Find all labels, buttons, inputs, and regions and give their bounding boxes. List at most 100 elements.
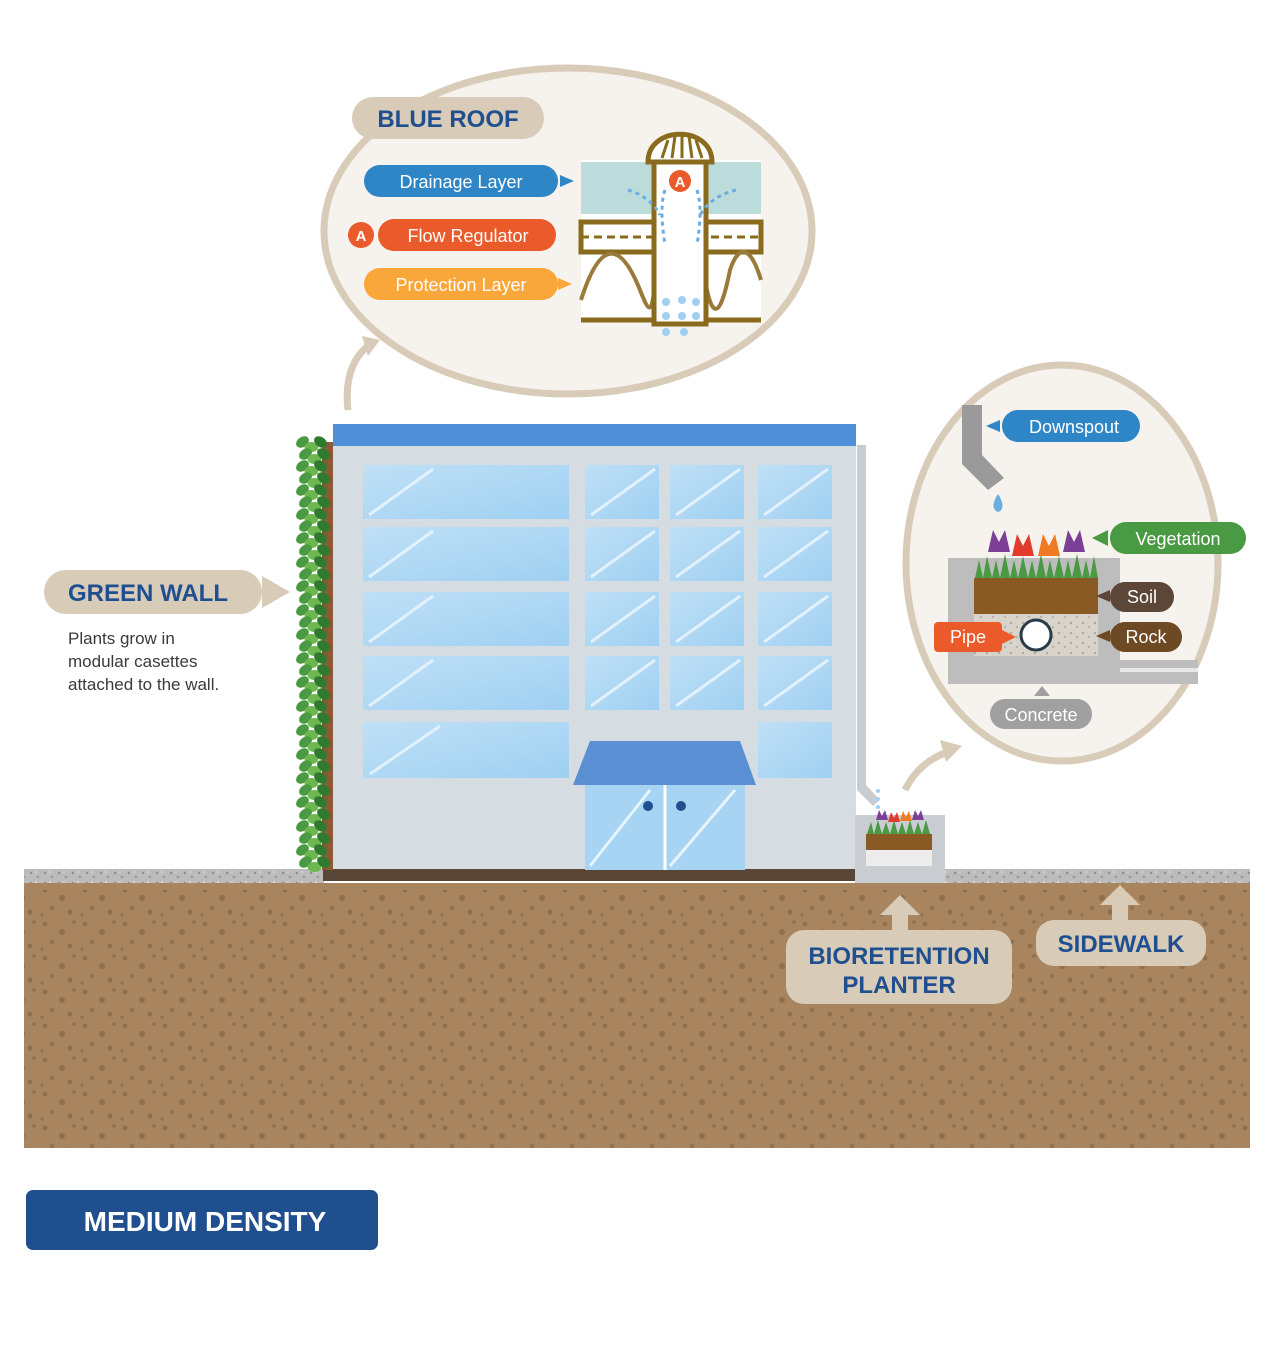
building-downspout xyxy=(857,445,880,806)
green-wall-leaf xyxy=(314,460,327,472)
green-wall-leaf xyxy=(317,472,330,484)
bioretention-pointer-arrow xyxy=(901,748,950,792)
blue-roof-callout: BLUE ROOF A xyxy=(320,64,816,411)
green-wall-leaf xyxy=(314,436,327,448)
blue-roof-pointer-head xyxy=(362,336,380,356)
green-wall-leaf xyxy=(314,724,327,736)
green-wall-leaf xyxy=(317,568,330,580)
street-planter-soil xyxy=(866,834,932,850)
green-wall-leaf xyxy=(314,748,327,760)
window-shine xyxy=(368,658,434,708)
bioretention-grass xyxy=(975,554,1098,578)
downspout-pill xyxy=(1002,410,1140,442)
pipe-pill xyxy=(934,622,1002,652)
green-wall-plants xyxy=(296,436,330,872)
soil-label: Soil xyxy=(1127,587,1157,607)
window-shine xyxy=(369,724,441,776)
green-wall-leaf xyxy=(317,592,330,604)
green-wall-leaf xyxy=(317,616,330,628)
green-wall-leaf xyxy=(317,544,330,556)
green-wall-description-line-2: modular casettes xyxy=(68,652,197,671)
tulip-icon xyxy=(988,530,1085,556)
bioretention-callout: Downspout Vegetation Soil Pipe Rock Conc… xyxy=(901,361,1246,792)
bioretention-soil-layer xyxy=(974,578,1098,614)
concrete-label: Concrete xyxy=(1004,705,1077,725)
pipe-label: Pipe xyxy=(950,627,986,647)
window-shine xyxy=(763,658,829,708)
green-wall-title-pill xyxy=(44,570,262,614)
window-shine xyxy=(368,529,434,579)
window-grid xyxy=(363,465,832,778)
protection-layer-wave xyxy=(579,249,763,311)
flow-regulator-key-circle xyxy=(348,222,374,248)
green-wall-callout: GREEN WALL Plants grow in modular casett… xyxy=(44,570,290,694)
window-pane xyxy=(363,656,569,710)
roof-drain-detail: A xyxy=(578,131,764,336)
drainage-layer-pill xyxy=(364,165,558,197)
sidewalk-callout: SIDEWALK xyxy=(1036,885,1206,966)
green-wall-leaf xyxy=(317,736,330,748)
density-badge xyxy=(26,1190,378,1250)
flow-regulator-label: Flow Regulator xyxy=(407,226,528,246)
green-wall-leaf xyxy=(314,844,327,856)
window-shine xyxy=(763,529,829,579)
green-wall-leaf xyxy=(317,760,330,772)
bioretention-planter-title-line-2: PLANTER xyxy=(842,972,955,999)
green-wall-leaf xyxy=(314,580,327,592)
green-wall-title: GREEN WALL xyxy=(68,580,228,607)
vegetation-label: Vegetation xyxy=(1135,529,1220,549)
green-wall-leaf xyxy=(314,820,327,832)
flow-regulator-marker-letter: A xyxy=(675,174,686,191)
green-wall-leaf xyxy=(314,796,327,808)
flow-regulator-pill xyxy=(378,219,556,251)
window-shine xyxy=(763,467,829,517)
soil-pill xyxy=(1110,582,1174,612)
pipe-circle-icon xyxy=(1019,618,1053,652)
green-wall-leaf xyxy=(317,520,330,532)
window-shine xyxy=(675,467,741,517)
green-wall-leaf xyxy=(314,604,327,616)
density-badge-label: MEDIUM DENSITY xyxy=(84,1206,327,1237)
sidewalk-strip-right xyxy=(945,869,1250,883)
green-wall-leaf xyxy=(314,628,327,640)
street-planter xyxy=(855,789,945,883)
drainage-layer-label: Drainage Layer xyxy=(399,172,522,192)
window-shine xyxy=(590,658,656,708)
concrete-pill xyxy=(990,699,1092,729)
entrance-awning xyxy=(573,741,756,785)
green-wall-leaf xyxy=(314,676,327,688)
building xyxy=(323,424,856,881)
entrance-door-shine-2 xyxy=(668,789,737,867)
green-wall-leaf xyxy=(314,772,327,784)
green-wall-leaf xyxy=(317,712,330,724)
green-wall-leaf xyxy=(314,652,327,664)
rock-pill xyxy=(1110,622,1182,652)
window-shine xyxy=(368,467,434,517)
bioretention-planter-up-arrow xyxy=(880,895,920,932)
blue-roof-title: BLUE ROOF xyxy=(377,106,518,133)
green-wall-leaf xyxy=(314,700,327,712)
green-wall-leaf xyxy=(317,808,330,820)
entrance-door-shine xyxy=(588,789,652,867)
vegetation-pill xyxy=(1110,522,1246,554)
green-wall-leaf xyxy=(317,448,330,460)
blue-roof-pointer-arrow xyxy=(343,343,371,411)
water-drop-icon xyxy=(662,296,700,336)
sidewalk-up-arrow xyxy=(1100,885,1140,922)
water-drop-icon xyxy=(993,494,1003,512)
street-planter-flowers xyxy=(876,810,924,822)
flow-regulator-key-letter: A xyxy=(356,228,367,245)
green-wall-leaf xyxy=(317,664,330,676)
green-wall-description-line-3: attached to the wall. xyxy=(68,675,219,694)
sidewalk-title: SIDEWALK xyxy=(1058,931,1185,958)
green-wall-leaf xyxy=(307,862,322,872)
street-planter-water-drops xyxy=(876,789,880,809)
green-wall-leaf xyxy=(317,832,330,844)
sidewalk-strip-left xyxy=(24,869,324,883)
window-shine xyxy=(675,658,741,708)
window-shine xyxy=(368,594,434,644)
window-pane xyxy=(363,592,569,646)
green-wall-leaf xyxy=(317,640,330,652)
door-handle-left xyxy=(643,801,653,811)
